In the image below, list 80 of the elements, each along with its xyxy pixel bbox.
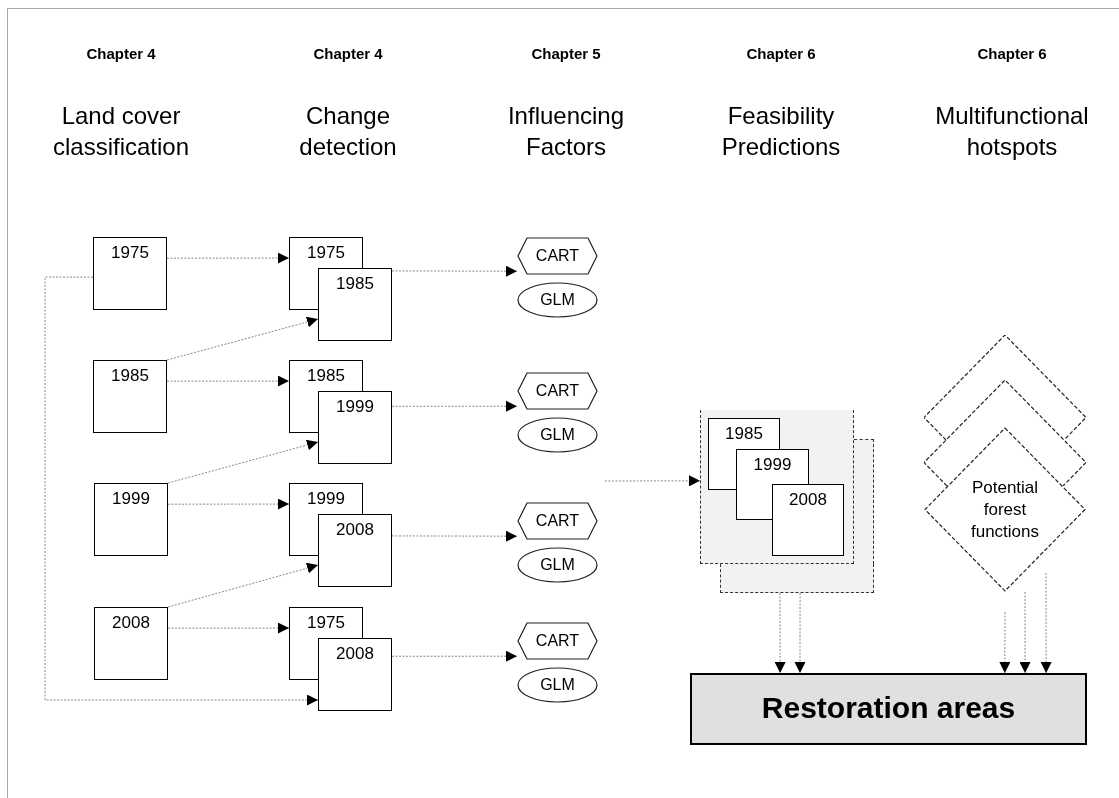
chapter-label: Chapter 5 bbox=[530, 44, 602, 64]
ellipse-node bbox=[517, 282, 598, 318]
arrow bbox=[167, 439, 319, 484]
node-label: 1999 bbox=[307, 488, 345, 510]
hexagon-node bbox=[517, 502, 598, 540]
node-label: 2008 bbox=[336, 519, 374, 541]
node-label: 1985 bbox=[725, 423, 763, 445]
year-box bbox=[736, 449, 809, 484]
ellipse-node bbox=[517, 547, 598, 583]
dashed-diamond bbox=[924, 427, 1086, 592]
chapter-label: Chapter 6 bbox=[976, 44, 1048, 64]
year-box bbox=[708, 418, 780, 449]
dashed-panel bbox=[720, 564, 874, 593]
year-box bbox=[93, 360, 167, 433]
arrow bbox=[167, 498, 290, 510]
result-box bbox=[690, 673, 1087, 745]
arrow bbox=[166, 252, 290, 264]
node-label: 1985 bbox=[307, 365, 345, 387]
year-box bbox=[772, 484, 844, 556]
year-box bbox=[289, 360, 363, 391]
node-label: Potential forest functions bbox=[969, 476, 1040, 543]
node-label: 1999 bbox=[112, 488, 150, 510]
chapter-label: Chapter 4 bbox=[312, 44, 384, 64]
node-label: 1985 bbox=[111, 365, 149, 387]
year-box bbox=[318, 268, 392, 341]
hexagon-node bbox=[517, 372, 598, 410]
arrow bbox=[166, 316, 319, 361]
hexagon-node bbox=[517, 237, 598, 275]
node-label: 1975 bbox=[307, 612, 345, 634]
arrow bbox=[166, 375, 290, 387]
column-heading: Change detection bbox=[298, 101, 398, 162]
arrow bbox=[44, 276, 319, 706]
ellipse-node bbox=[517, 417, 598, 453]
year-box bbox=[318, 514, 392, 587]
year-box bbox=[289, 237, 363, 268]
node-label: 1999 bbox=[753, 454, 792, 476]
node-label: 1975 bbox=[307, 242, 345, 264]
node-label: CART bbox=[535, 381, 580, 401]
arrow bbox=[604, 475, 701, 487]
year-box bbox=[318, 638, 392, 711]
column-heading: Multifunctional hotspots bbox=[934, 101, 1090, 162]
arrow bbox=[774, 592, 786, 674]
arrow bbox=[999, 611, 1011, 674]
arrow bbox=[391, 530, 518, 542]
arrow bbox=[794, 592, 806, 674]
arrow bbox=[391, 400, 518, 412]
year-box bbox=[94, 607, 168, 680]
chapter-label: Chapter 4 bbox=[85, 44, 157, 64]
arrow bbox=[1040, 572, 1052, 674]
node-label: GLM bbox=[540, 555, 575, 575]
arrow bbox=[167, 562, 319, 608]
node-label: 2008 bbox=[112, 612, 150, 634]
hexagon-node bbox=[517, 622, 598, 660]
node-label: 2008 bbox=[336, 643, 374, 665]
node-label: Restoration areas bbox=[761, 689, 1016, 726]
node-label: 1975 bbox=[111, 242, 149, 264]
node-label: GLM bbox=[540, 425, 575, 445]
arrow bbox=[1019, 591, 1031, 674]
year-box bbox=[94, 483, 168, 556]
dashed-panel bbox=[700, 410, 854, 564]
node-label: CART bbox=[535, 246, 580, 266]
year-box bbox=[93, 237, 167, 310]
node-label: GLM bbox=[540, 290, 575, 310]
arrow bbox=[391, 265, 518, 277]
ellipse-node bbox=[517, 667, 598, 703]
arrow bbox=[391, 650, 518, 662]
node-label: CART bbox=[535, 631, 580, 651]
column-heading: Influencing Factors bbox=[506, 101, 626, 162]
column-heading: Land cover classification bbox=[51, 101, 191, 162]
year-box bbox=[289, 607, 363, 638]
node-label: 1999 bbox=[336, 396, 374, 418]
node-label: GLM bbox=[540, 675, 575, 695]
year-box bbox=[289, 483, 363, 514]
chapter-label: Chapter 6 bbox=[745, 44, 817, 64]
node-label: CART bbox=[535, 511, 580, 531]
arrow bbox=[167, 622, 290, 634]
node-label: 2008 bbox=[789, 489, 827, 511]
year-box bbox=[318, 391, 392, 464]
node-label: 1985 bbox=[336, 273, 374, 295]
column-heading: Feasibility Predictions bbox=[720, 101, 842, 162]
